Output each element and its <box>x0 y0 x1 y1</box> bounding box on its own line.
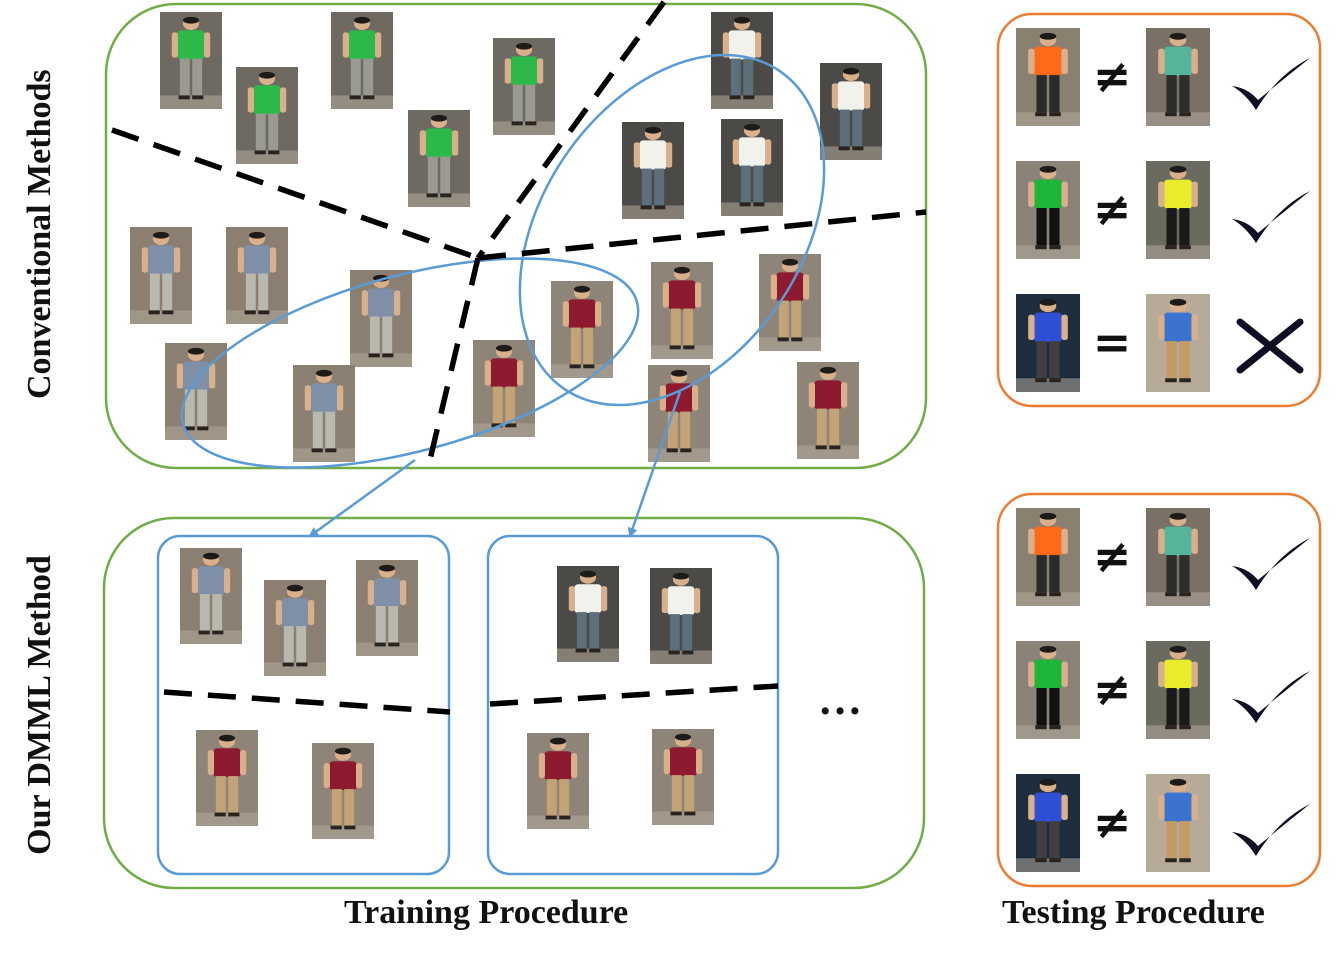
person-image <box>622 122 684 219</box>
person-image <box>160 12 222 109</box>
person-image <box>551 281 613 378</box>
gallery-image <box>1146 774 1210 872</box>
gallery-image <box>1146 28 1210 126</box>
person-image <box>130 227 192 324</box>
person-image <box>721 119 783 216</box>
person-image <box>651 262 713 359</box>
dmml-boundary-left <box>163 689 451 715</box>
person-image <box>408 110 470 207</box>
check-icon <box>1232 191 1310 243</box>
testing-procedure-label: Testing Procedure <box>1002 894 1265 931</box>
boundary-line-right <box>477 209 927 261</box>
relation-symbol: ≠ <box>1093 49 1132 103</box>
gallery-image <box>1146 161 1210 259</box>
person-image <box>473 340 535 437</box>
dmml-method-label: Our DMML Method <box>21 555 58 855</box>
person-image <box>797 362 859 459</box>
more-clusters-ellipsis: … <box>818 675 862 724</box>
check-icon <box>1232 538 1310 590</box>
decision-boundaries <box>111 0 927 715</box>
arrow-to-left-cluster <box>308 458 416 538</box>
person-image <box>557 566 619 662</box>
person-image <box>350 270 412 367</box>
boundary-line-top <box>475 0 667 260</box>
person-image <box>331 12 393 109</box>
person-image <box>226 227 288 324</box>
dmml-boundary-right <box>489 683 779 707</box>
probe-image <box>1016 294 1080 392</box>
person-image <box>820 63 882 160</box>
check-icon <box>1232 804 1310 856</box>
conventional-testing-panel <box>996 12 1322 408</box>
dmml-training-panel <box>102 516 926 890</box>
relation-symbol: ≠ <box>1093 795 1132 849</box>
cross-icon <box>1236 318 1304 374</box>
relation-symbol: ≠ <box>1093 662 1132 716</box>
relation-symbol: ≠ <box>1093 182 1132 236</box>
conventional-training-panel <box>104 2 928 470</box>
person-image <box>527 733 589 829</box>
neighborhood-ellipse-right <box>518 53 826 407</box>
probe-image <box>1016 508 1080 606</box>
relation-symbol: ≠ <box>1093 529 1132 583</box>
probe-image <box>1016 774 1080 872</box>
cluster-box-left <box>156 534 451 876</box>
boundary-line-bottom <box>425 257 481 469</box>
person-image <box>759 254 821 351</box>
probe-image <box>1016 161 1080 259</box>
relation-symbol: = <box>1093 315 1132 369</box>
person-image <box>652 729 714 825</box>
person-image <box>493 38 555 135</box>
check-icon <box>1232 671 1310 723</box>
check-icon <box>1232 58 1310 110</box>
gallery-image <box>1146 641 1210 739</box>
boundary-line-left <box>111 127 479 261</box>
conventional-methods-label: Conventional Methods <box>21 69 58 399</box>
person-image <box>356 560 418 656</box>
person-image <box>711 12 773 109</box>
arrow-to-right-cluster <box>627 391 682 538</box>
person-image <box>236 67 298 164</box>
person-image <box>312 743 374 839</box>
gallery-image <box>1146 508 1210 606</box>
person-images <box>130 12 882 839</box>
dmml-testing-panel <box>996 492 1322 888</box>
person-image <box>264 580 326 676</box>
testing-pairs: ≠ ≠ = ≠ ≠ ≠ <box>1016 28 1310 872</box>
probe-image <box>1016 28 1080 126</box>
probe-image <box>1016 641 1080 739</box>
person-image <box>650 568 712 664</box>
person-image <box>293 365 355 462</box>
gallery-image <box>1146 294 1210 392</box>
training-procedure-label: Training Procedure <box>344 894 629 931</box>
person-image <box>180 548 242 644</box>
person-image <box>196 730 258 826</box>
